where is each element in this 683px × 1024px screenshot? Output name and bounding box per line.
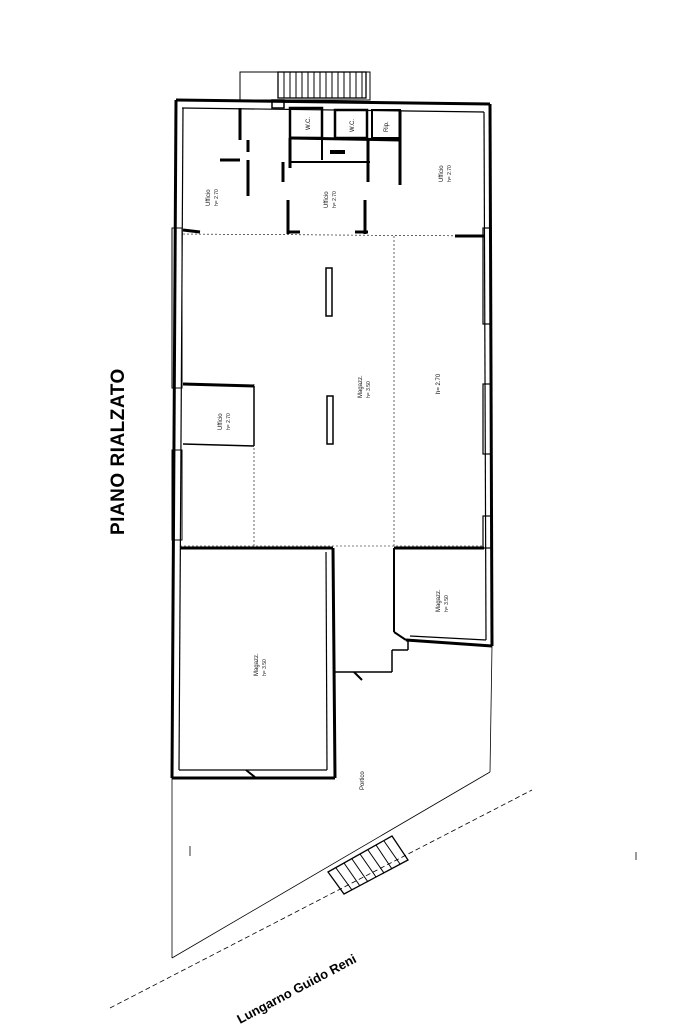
label-ufficio-top-left: Ufficio h= 2.70 <box>206 189 220 206</box>
entrance-stairs <box>327 835 409 895</box>
main-hall-walls <box>171 227 492 550</box>
svg-text:Ufficio: Ufficio <box>324 191 330 208</box>
svg-text:h= 2.70: h= 2.70 <box>447 165 453 182</box>
label-portico: Portico <box>360 771 366 790</box>
svg-text:Magazz.: Magazz. <box>436 589 442 612</box>
svg-text:h= 2.70: h= 2.70 <box>214 189 220 206</box>
svg-text:h= 2.70: h= 2.70 <box>226 413 232 430</box>
top-rooms-walls <box>182 106 484 238</box>
outer-walls <box>170 98 494 780</box>
svg-text:Magazz.: Magazz. <box>358 375 364 398</box>
label-rip: Rip. <box>384 121 390 132</box>
label-ufficio-small: Ufficio h= 2.70 <box>218 413 232 430</box>
plan-title: PIANO RIALZATO <box>108 368 129 535</box>
svg-text:Ufficio: Ufficio <box>218 413 224 430</box>
room-labels: Ufficio h= 2.70 Ufficio h= 2.70 Ufficio … <box>206 117 453 790</box>
svg-text:h= 2.70: h= 2.70 <box>332 191 338 208</box>
top-stairs <box>239 71 371 109</box>
label-wc-1: W.C. <box>306 117 312 130</box>
label-ufficio-top-right: Ufficio h= 2.70 <box>439 165 453 182</box>
label-magazzino-bottom: Magazz. h= 3.50 <box>254 653 268 676</box>
svg-text:Magazz.: Magazz. <box>254 653 260 676</box>
svg-text:Ufficio: Ufficio <box>439 165 445 182</box>
label-magazzino-right: Magazz. h= 3.50 <box>436 589 450 612</box>
svg-text:h= 3.50: h= 3.50 <box>444 595 450 612</box>
svg-text:h= 3.50: h= 3.50 <box>262 659 268 676</box>
site-boundary <box>109 645 637 1009</box>
label-magazzino-main: Magazz. h= 3.50 <box>358 375 372 398</box>
street-name: Lungarno Guido Reni <box>234 951 358 1024</box>
label-wc-2: W.C. <box>350 119 356 132</box>
label-main-right: h= 2.70 <box>436 373 442 394</box>
svg-text:Ufficio: Ufficio <box>206 189 212 206</box>
label-ufficio-top-mid: Ufficio h= 2.70 <box>324 191 338 208</box>
svg-text:h= 3.50: h= 3.50 <box>366 381 372 398</box>
main-hall-lines <box>180 233 485 548</box>
